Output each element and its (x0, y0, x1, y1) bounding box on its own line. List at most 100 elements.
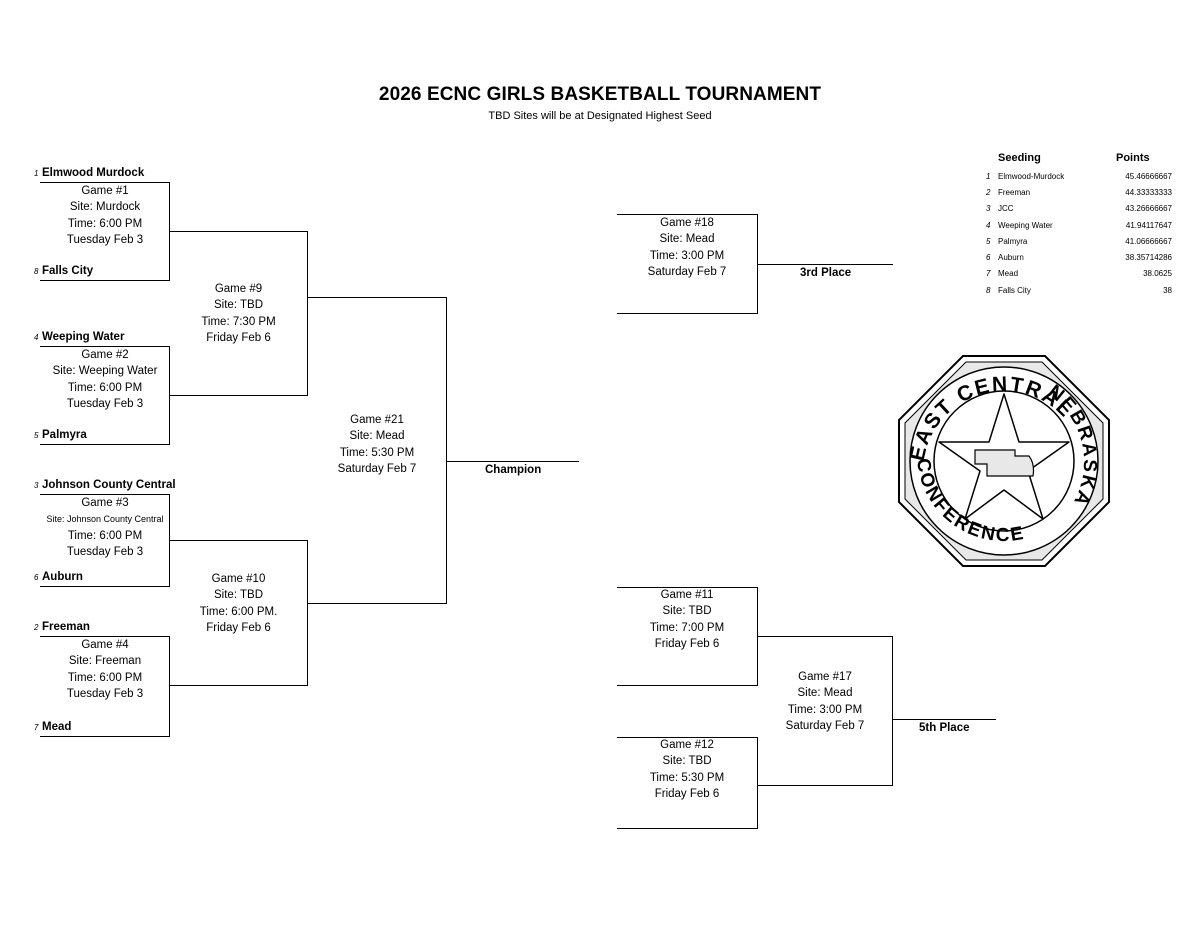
game-12-info: Game #12 Site: TBD Time: 5:30 PM Friday … (617, 737, 757, 803)
seeding-rank: 6 (986, 253, 991, 263)
team-seed: 4 (34, 333, 39, 342)
seeding-rank: 5 (986, 236, 991, 246)
game-10-info: Game #10 Site: TBD Time: 6:00 PM. Friday… (170, 571, 307, 637)
game-time: Time: 6:00 PM (67, 381, 143, 394)
game-day: Saturday Feb 7 (337, 463, 417, 476)
game-number: Game #10 (211, 573, 266, 585)
team-name: Auburn (42, 571, 83, 583)
seeding-team: Falls City (998, 285, 1031, 295)
team-slot: 8 Falls City (34, 265, 93, 277)
game-1-info: Game #1 Site: Murdock Time: 6:00 PM Tues… (40, 183, 170, 249)
game-11-info: Game #11 Site: TBD Time: 7:00 PM Friday … (617, 587, 757, 653)
game-site: Site: TBD (214, 589, 263, 602)
team-seed: 3 (34, 481, 39, 490)
team-slot: 7 Mead (34, 721, 71, 733)
game-site: Site: Weeping Water (52, 365, 158, 378)
seeding-rank: 8 (986, 285, 991, 295)
team-seed: 7 (34, 723, 39, 732)
team-seed: 8 (34, 267, 39, 276)
seeding-team: Auburn (998, 253, 1024, 263)
seeding-team: Elmwood-Murdock (998, 171, 1065, 181)
game-site: Site: Freeman (68, 655, 142, 668)
team-name: Johnson County Central (42, 479, 176, 491)
game-day: Tuesday Feb 3 (66, 398, 144, 411)
game-17-info: Game #17 Site: Mead Time: 3:00 PM Saturd… (758, 669, 892, 735)
seeding-header: Seeding Points (986, 152, 1176, 168)
seeding-header-label: Seeding (998, 152, 1041, 164)
team-name: Mead (42, 721, 72, 733)
game-21-info: Game #21 Site: Mead Time: 5:30 PM Saturd… (308, 412, 446, 478)
seeding-rank: 4 (986, 220, 991, 230)
game-9-info: Game #9 Site: TBD Time: 7:30 PM Friday F… (170, 281, 307, 347)
seeding-team: Freeman (998, 187, 1031, 197)
team-slot: 5 Palmyra (34, 429, 87, 441)
game-4-info: Game #4 Site: Freeman Time: 6:00 PM Tues… (40, 637, 170, 703)
team-name: Palmyra (42, 429, 87, 441)
game-number: Game #4 (81, 639, 129, 651)
game-day: Saturday Feb 7 (647, 266, 727, 279)
seeding-team: Palmyra (998, 236, 1028, 246)
game-site: Site: Johnson County Central (46, 514, 164, 525)
game-day: Saturday Feb 7 (785, 720, 865, 733)
seeding-team: JCC (998, 204, 1014, 214)
game-number: Game #18 (660, 217, 714, 229)
third-place-label: 3rd Place (800, 267, 852, 279)
seeding-rank: 3 (986, 204, 991, 214)
seeding-row: 5 Palmyra 41.06666667 (986, 233, 1176, 249)
seeding-table: Seeding Points 1 Elmwood-Murdock 45.4666… (986, 152, 1176, 298)
game-18-info: Game #18 Site: Mead Time: 3:00 PM Saturd… (617, 215, 757, 281)
seeding-row: 4 Weeping Water 41.94117647 (986, 217, 1176, 233)
team-seed: 6 (34, 573, 39, 582)
game-number: Game #17 (798, 671, 852, 683)
game-time: Time: 6:00 PM. (199, 605, 278, 618)
game-day: Tuesday Feb 3 (66, 546, 144, 559)
game-time: Time: 6:00 PM (67, 529, 143, 542)
game-site: Site: Mead (349, 430, 405, 443)
seeding-row: 7 Mead 38.0625 (986, 266, 1176, 282)
game-time: Time: 7:00 PM (649, 621, 725, 634)
team-slot: 1 Elmwood Murdock (34, 167, 144, 179)
game-time: Time: 6:00 PM (67, 217, 143, 230)
seeding-row: 8 Falls City 38 (986, 282, 1176, 298)
fifth-place-label: 5th Place (919, 722, 970, 734)
team-name: Weeping Water (42, 331, 125, 343)
game-site: Site: Mead (797, 687, 853, 700)
game-time: Time: 3:00 PM (787, 703, 863, 716)
seeding-points: 45.46666667 (1125, 171, 1172, 181)
seeding-row: 1 Elmwood-Murdock 45.46666667 (986, 168, 1176, 184)
seeding-team: Mead (998, 269, 1019, 279)
game-number: Game #1 (81, 185, 129, 197)
seeding-points: 38.35714286 (1125, 253, 1172, 263)
game-day: Friday Feb 6 (654, 638, 720, 651)
team-name: Falls City (42, 265, 94, 277)
team-name: Elmwood Murdock (42, 167, 145, 179)
game-site: Site: TBD (214, 299, 263, 312)
team-seed: 2 (34, 623, 39, 632)
game-time: Time: 7:30 PM (201, 315, 276, 328)
seeding-points: 41.06666667 (1125, 236, 1172, 246)
points-header-label: Points (1116, 152, 1150, 164)
game-day: Tuesday Feb 3 (66, 234, 144, 247)
game-day: Friday Feb 6 (206, 622, 271, 635)
seeding-points: 38 (1163, 285, 1172, 295)
game-2-info: Game #2 Site: Weeping Water Time: 6:00 P… (40, 347, 170, 413)
game-time: Time: 5:30 PM (649, 771, 725, 784)
seeding-rank: 1 (986, 171, 991, 181)
game-number: Game #3 (81, 497, 129, 509)
game-time: Time: 3:00 PM (649, 249, 725, 262)
game-number: Game #11 (660, 589, 714, 601)
seeding-row: 6 Auburn 38.35714286 (986, 249, 1176, 265)
page-title: 2026 ECNC GIRLS BASKETBALL TOURNAMENT (378, 84, 822, 105)
seeding-row: 3 JCC 43.26666667 (986, 201, 1176, 217)
game-day: Friday Feb 6 (206, 332, 271, 345)
seeding-row: 2 Freeman 44.33333333 (986, 184, 1176, 200)
seeding-rank: 7 (986, 269, 991, 279)
game-number: Game #2 (81, 349, 129, 361)
team-seed: 5 (34, 431, 39, 440)
team-slot: 6 Auburn (34, 571, 83, 583)
game-day: Friday Feb 6 (654, 788, 720, 801)
game-number: Game #21 (350, 414, 404, 426)
team-seed: 1 (34, 169, 39, 178)
champion-label: Champion (485, 464, 542, 476)
seeding-points: 44.33333333 (1125, 187, 1172, 197)
